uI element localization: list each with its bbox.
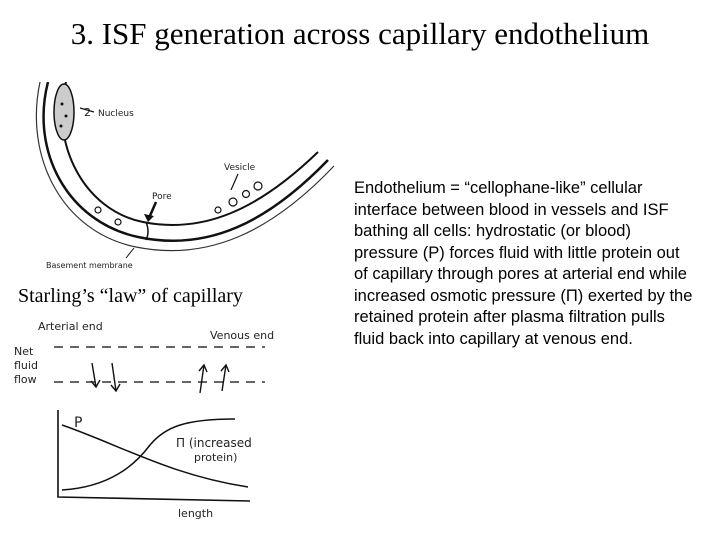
starling-law-diagram: Arterial end Venous end Net fluid flow P…	[10, 315, 275, 525]
length-label: length	[178, 507, 213, 520]
pi-curve	[61, 418, 236, 491]
outflow-arrows	[90, 362, 121, 393]
vesicle-label: Vesicle	[224, 163, 256, 173]
inflow-arrows	[198, 363, 230, 394]
protein-label: protein)	[194, 451, 237, 464]
pi-label: Π (increased	[176, 436, 252, 450]
p-label: P	[74, 415, 82, 431]
venous-end-label: Venous end	[210, 329, 274, 342]
arterial-end-label: Arterial end	[38, 320, 103, 333]
capillary-endothelium-diagram: 2 Nucleus Vesicle Pore Basement membrane	[28, 82, 338, 282]
starling-law-label: Starling’s “law” of capillary	[18, 285, 243, 307]
pore-label: Pore	[152, 192, 172, 202]
nucleus-label: Nucleus	[98, 109, 134, 119]
number-label: 2	[84, 106, 91, 119]
fluid-label: fluid	[14, 359, 38, 372]
p-curve	[61, 424, 249, 488]
pore-gap	[145, 221, 149, 241]
vesicle-shape	[228, 197, 238, 207]
slide-title: 3. ISF generation across capillary endot…	[70, 16, 650, 51]
capillary-outer-wall	[42, 82, 329, 242]
nucleus-shape	[53, 83, 75, 141]
basement-membrane-label: Basement membrane	[46, 261, 133, 270]
starling-law-svg: Arterial end Venous end Net fluid flow P…	[14, 320, 274, 520]
basement-membrane-line	[35, 82, 335, 252]
capillary-endothelium-svg: 2 Nucleus Vesicle Pore Basement membrane	[35, 82, 335, 270]
flow-label: flow	[14, 373, 37, 386]
graph-axes	[57, 410, 251, 502]
net-label: Net	[14, 345, 34, 358]
endothelium-description: Endothelium = “cellophane-like” cellular…	[354, 179, 693, 348]
